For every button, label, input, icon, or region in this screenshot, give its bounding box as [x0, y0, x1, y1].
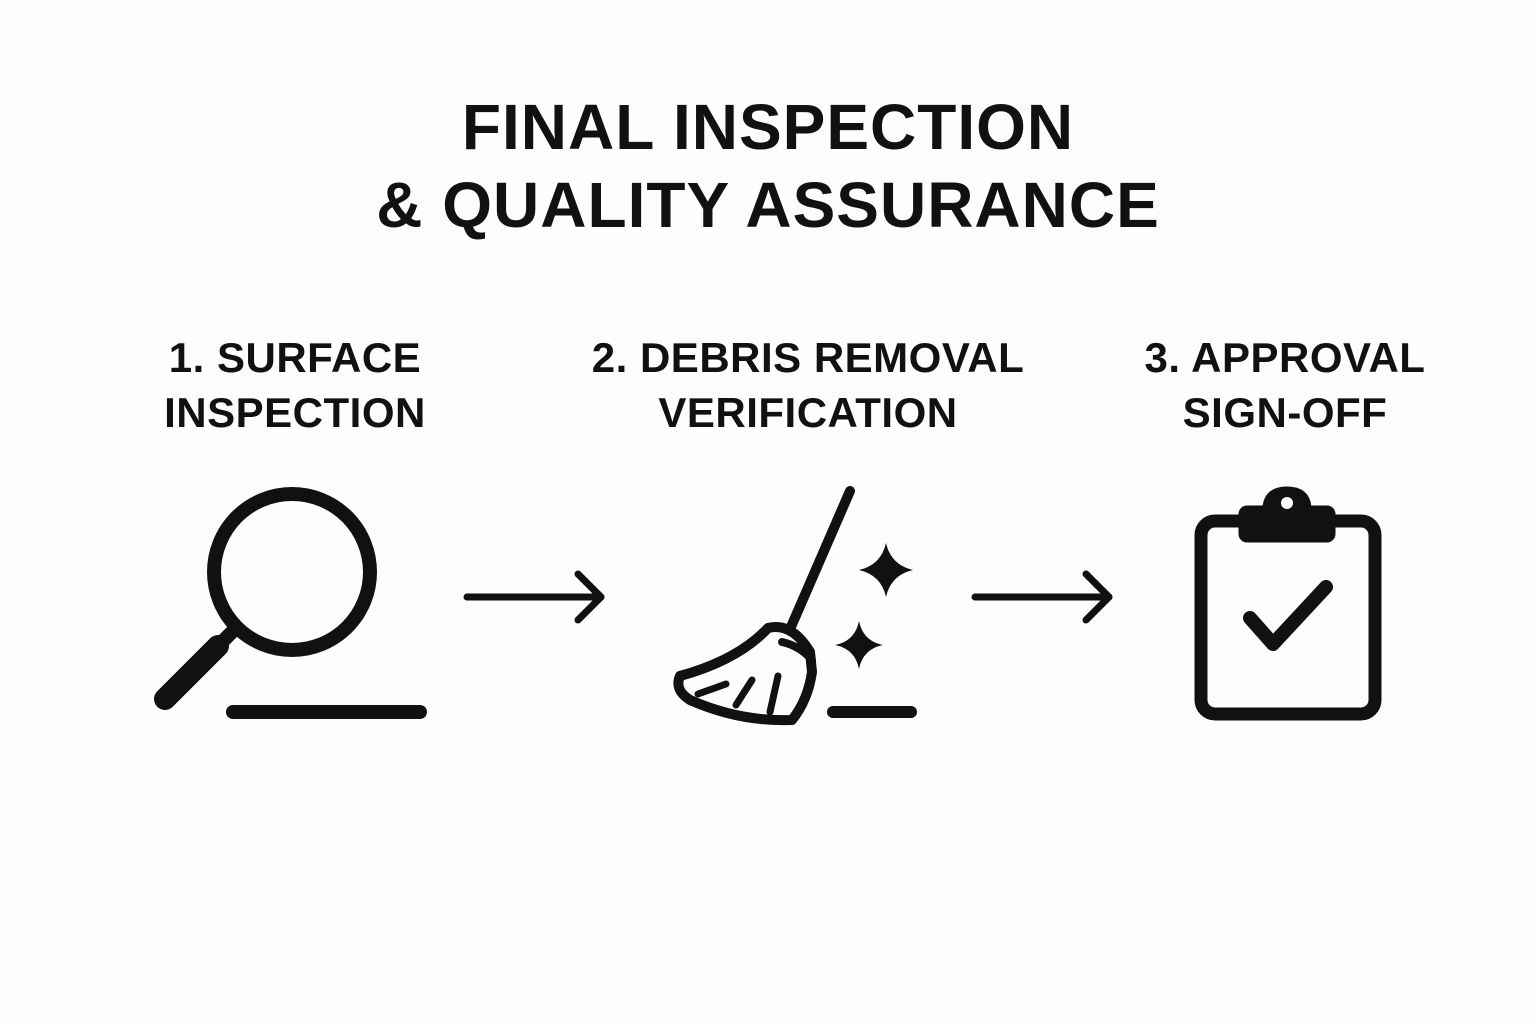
step-1-label-line-1: 1. SURFACE: [168, 334, 422, 381]
step-1-label-line-2: INSPECTION: [164, 389, 426, 436]
diagram-title: FINAL INSPECTION & QUALITY ASSURANCE: [0, 88, 1536, 244]
sparkle-icon: [859, 543, 913, 597]
step-1-label: 1. SURFACE INSPECTION: [135, 330, 455, 440]
check-mark-icon: [1243, 580, 1333, 651]
step-2-label-line-2: VERIFICATION: [658, 389, 958, 436]
title-line-2: & QUALITY ASSURANCE: [376, 169, 1160, 241]
clipboard-check-icon: [1194, 486, 1382, 721]
clipboard-board: [1194, 514, 1382, 721]
clipboard-clip: [1238, 505, 1336, 543]
broom-icon: [673, 486, 917, 726]
sparkle-icon: [835, 621, 883, 669]
step-2-label: 2. DEBRIS REMOVAL VERIFICATION: [548, 330, 1068, 440]
arrow-right-icon: [971, 570, 1113, 624]
magnifying-glass-icon: [154, 487, 427, 719]
title-line-1: FINAL INSPECTION: [461, 91, 1075, 163]
step-3-label-line-1: 3. APPROVAL: [1144, 334, 1426, 381]
step-3-label-line-2: SIGN-OFF: [1182, 389, 1388, 436]
arrow-right-icon: [463, 570, 605, 624]
step-3-label: 3. APPROVAL SIGN-OFF: [1105, 330, 1465, 440]
step-2-label-line-1: 2. DEBRIS REMOVAL: [591, 334, 1025, 381]
